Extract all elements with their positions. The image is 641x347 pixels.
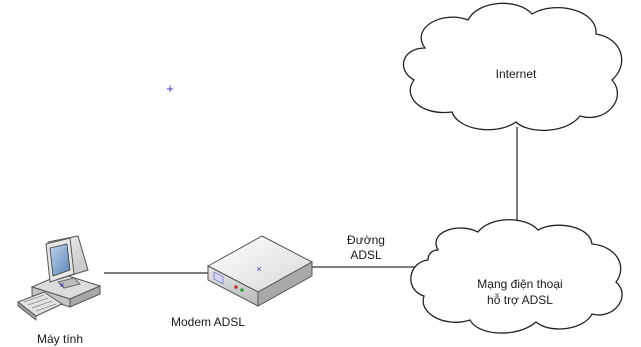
placement-marker: + <box>166 81 174 96</box>
modem-light-red <box>234 285 238 289</box>
computer-case-side <box>69 285 101 308</box>
keyboard-keys <box>23 294 57 312</box>
phone-network-cloud-shape <box>410 219 623 334</box>
phone-network-label-line2: hỗ trợ ADSL <box>487 292 553 307</box>
modem-icon: × <box>206 235 314 307</box>
modem-marker: × <box>256 264 261 274</box>
adsl-line-label-line1: Đường <box>347 233 385 247</box>
monitor-stand <box>57 277 81 289</box>
modem-side <box>257 261 313 307</box>
internet-label: Internet <box>496 67 537 81</box>
monitor-screen <box>49 243 71 277</box>
keyboard-edge <box>17 301 37 321</box>
computer-label: Máy tính <box>37 332 83 346</box>
phone-network-label-line1: Mạng điện thoại <box>477 277 562 291</box>
computer-marker: × <box>59 280 64 290</box>
phone-network-cloud: Mạng điện thoại hỗ trợ ADSL <box>410 219 623 334</box>
internet-cloud: Internet <box>402 2 623 132</box>
internet-cloud-shape <box>402 2 623 132</box>
adsl-line-label: Đường ADSL <box>347 233 385 262</box>
modem-light-green <box>240 288 244 292</box>
computer-icon: × <box>16 235 102 321</box>
adsl-line-label-line2: ADSL <box>350 248 382 262</box>
modem-label: Modem ADSL <box>171 315 245 329</box>
modem-panel <box>213 271 224 285</box>
